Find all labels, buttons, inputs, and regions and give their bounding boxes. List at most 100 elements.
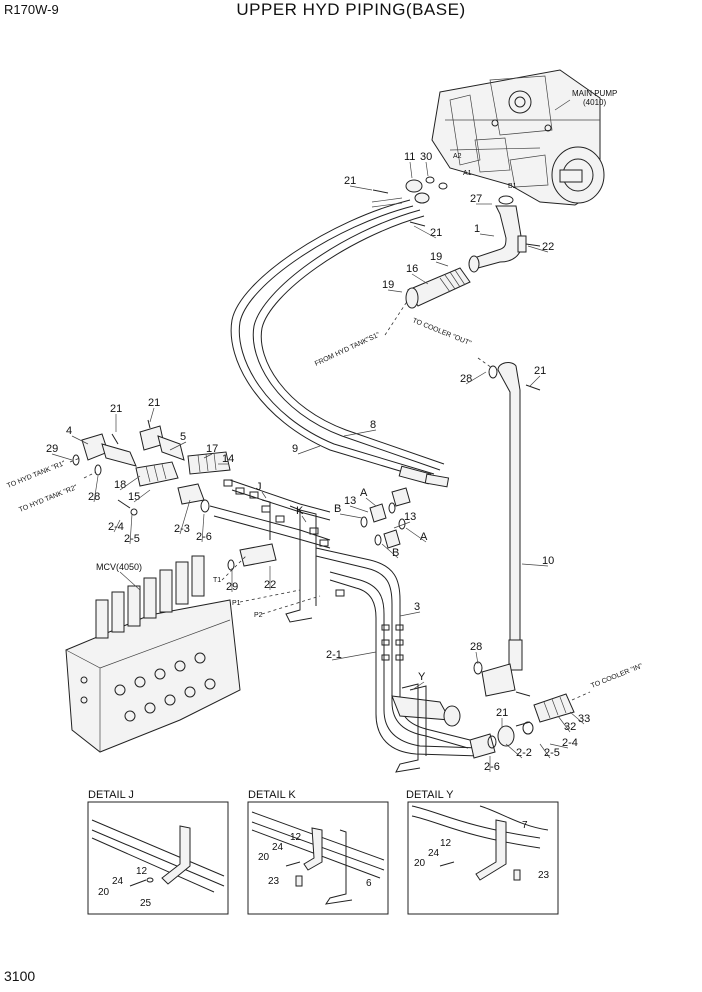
- callout-32: 32: [564, 721, 576, 733]
- callout-21: 21: [430, 227, 442, 239]
- callout-leader: [129, 513, 133, 545]
- callout-9: 9: [292, 443, 298, 455]
- callout-leader: [425, 161, 429, 177]
- callout-leader: [479, 233, 495, 237]
- pump-fittings: [372, 176, 541, 309]
- detail-j-callout-24: 24: [112, 876, 124, 887]
- detail-k-callout-20: 20: [258, 852, 270, 863]
- callout-11: 11: [404, 151, 415, 163]
- callout-15: 15: [128, 491, 140, 503]
- mcv-drawing: MCV(4050) T1 P1 P2: [65, 555, 321, 753]
- callout-leader: [405, 527, 427, 543]
- detail-y-callout-24: 24: [428, 848, 440, 859]
- callout-leader: [343, 429, 377, 437]
- port-a1-label: A1: [463, 170, 472, 177]
- callout-2-6: 2-6: [484, 761, 500, 773]
- callout-leader: [409, 161, 413, 179]
- callout-22: 22: [542, 241, 554, 253]
- model-number: R170W-9: [4, 2, 59, 17]
- port-a2-label: A2: [453, 153, 462, 160]
- mcv-label: MCV(4050): [96, 562, 142, 572]
- callout-leader: [393, 521, 411, 529]
- port-b1-label: B1: [508, 183, 517, 190]
- callout-1: 1: [474, 223, 480, 235]
- callout-21: 21: [534, 365, 546, 377]
- callout-leader: [365, 497, 377, 507]
- callout-leader: [521, 563, 549, 567]
- callout-13: 13: [344, 495, 356, 507]
- detail-y-callout-20: 20: [414, 858, 426, 869]
- detail-k-callout-24: 24: [272, 842, 284, 853]
- callout-leader: [203, 453, 213, 459]
- detail-j-callout-12: 12: [136, 866, 148, 877]
- callout-leader: [413, 225, 437, 239]
- callout-18: 18: [114, 479, 126, 491]
- callout-leader: [465, 371, 487, 385]
- main-pump-code: (4010): [583, 98, 606, 107]
- callout-leader: [261, 491, 267, 499]
- callout-13: 13: [404, 511, 416, 523]
- callout-leader: [381, 543, 399, 559]
- callout-leader: [349, 505, 369, 513]
- callout-28: 28: [470, 641, 482, 653]
- callout-leader: [149, 407, 155, 423]
- detail-j-callout-20: 20: [98, 887, 110, 898]
- callout-2-2: 2-2: [516, 747, 532, 759]
- port-t1-label: T1: [213, 577, 221, 584]
- port-p2-label: P2: [254, 612, 263, 619]
- detail-y-callout-23: 23: [538, 870, 550, 881]
- callout-8: 8: [370, 419, 376, 431]
- port-p1-label: P1: [232, 600, 241, 607]
- callout-leader: [349, 185, 373, 191]
- callout-5: 5: [180, 431, 186, 443]
- from-hyd-tank-s1-label: FROM HYD TANK"S1": [314, 331, 382, 367]
- callout-leader: [399, 611, 421, 617]
- callout-21: 21: [496, 707, 508, 719]
- detail-k-callout-23: 23: [268, 876, 280, 887]
- callout-leader: [529, 375, 541, 387]
- callout-leader: [133, 489, 151, 503]
- callout-10: 10: [542, 555, 554, 567]
- page-title: UPPER HYD PIPING(BASE): [236, 0, 466, 19]
- detail-j-box: DETAIL J 12 24 20 25: [87, 789, 229, 915]
- callout-leader: [411, 273, 429, 285]
- callout-21: 21: [148, 397, 160, 409]
- callout-2-4: 2-4: [108, 521, 124, 533]
- callout-21: 21: [344, 175, 356, 187]
- callout-2-5: 2-5: [544, 747, 560, 759]
- to-hyd-tank-r2-label: TO HYD TANK "R2": [18, 484, 79, 514]
- callout-16: 16: [406, 263, 418, 275]
- cooler-line: [473, 362, 575, 747]
- callout-3: 3: [414, 601, 420, 613]
- main-pump-label: MAIN PUMP: [572, 89, 617, 98]
- to-cooler-in-label: TO COOLER "IN": [590, 663, 644, 690]
- callout-leader: [201, 513, 205, 543]
- page-number: 3100: [4, 968, 36, 984]
- callout-leader: [119, 475, 141, 491]
- callout-28: 28: [88, 491, 100, 503]
- callout-27: 27: [470, 193, 482, 205]
- callout-j: J: [256, 481, 262, 493]
- callout-leader: [339, 513, 363, 519]
- detail-y-callout-7: 7: [522, 820, 528, 831]
- callout-k: K: [296, 505, 304, 517]
- callout-leader: [557, 715, 571, 733]
- detail-j-title: DETAIL J: [88, 789, 134, 801]
- callout-leader: [113, 519, 121, 533]
- callout-leader: [435, 261, 449, 267]
- detail-j-callout-25: 25: [140, 898, 152, 909]
- callout-28: 28: [460, 373, 472, 385]
- to-hyd-tank-r1-label: TO HYD TANK "R1": [6, 460, 67, 490]
- callout-leader: [527, 245, 549, 253]
- callout-33: 33: [578, 713, 590, 725]
- detail-y-callout-12: 12: [440, 838, 452, 849]
- return-pipes: [315, 547, 497, 773]
- callout-2-6: 2-6: [196, 531, 212, 543]
- callout-14: 14: [222, 453, 234, 465]
- callout-2-3: 2-3: [174, 523, 190, 535]
- detail-y-title: DETAIL Y: [406, 789, 454, 801]
- callout-leader: [331, 651, 377, 661]
- callout-leader: [71, 435, 89, 445]
- callout-leader: [475, 651, 479, 665]
